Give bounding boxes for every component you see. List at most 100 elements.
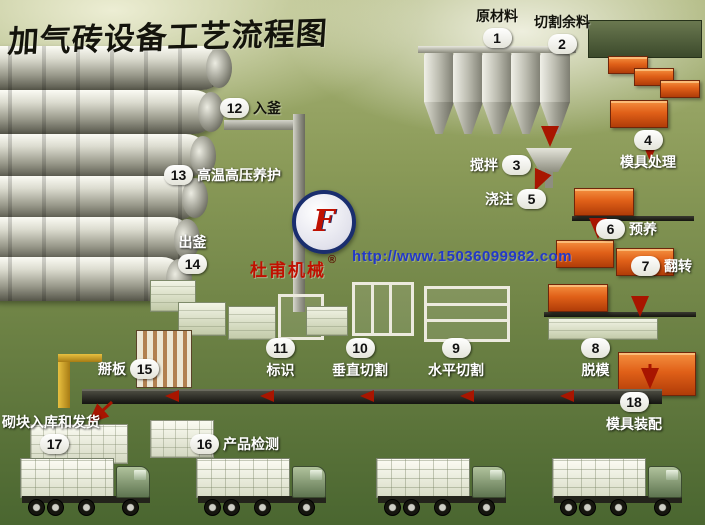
truck-wheel <box>223 499 240 516</box>
step-mold-assembly: 18 模具装配 <box>606 392 662 434</box>
aerated-cake <box>178 302 226 336</box>
mold-box <box>548 284 608 312</box>
step-number-badge: 14 <box>178 254 207 274</box>
truck-wheel <box>403 499 420 516</box>
step-label: 出釜 <box>178 234 207 250</box>
delivery-truck <box>376 454 512 516</box>
truck-wheel <box>298 499 315 516</box>
truck-wheel <box>579 499 596 516</box>
truck-wheel <box>254 499 271 516</box>
step-number-badge: 3 <box>502 155 531 175</box>
step-label: 原材料 <box>476 8 518 24</box>
truck-wheel <box>610 499 627 516</box>
logo-monogram: F <box>313 204 335 239</box>
truck-cab <box>472 466 506 498</box>
step-out-of-autoclave: 出釜 14 <box>178 232 207 274</box>
truck-cargo <box>552 458 646 498</box>
step-label: 切割余料 <box>534 14 590 30</box>
step-label: 砌块入库和发货 <box>2 414 100 430</box>
cutting-scrap-machine <box>588 20 702 58</box>
delivery-truck <box>20 454 156 516</box>
registered-mark: ® <box>328 254 337 266</box>
mold-box <box>574 188 634 216</box>
raw-material-silo <box>482 52 512 138</box>
delivery-truck <box>196 454 332 516</box>
step-horizontal-cutting: 9 水平切割 <box>428 338 484 380</box>
step-number-badge: 11 <box>266 338 295 358</box>
raw-material-silo <box>424 52 454 138</box>
truck-wheel <box>204 499 221 516</box>
step-raw-material: 原材料 1 <box>476 6 518 48</box>
step-label: 浇注 <box>485 191 513 207</box>
step-label: 翻转 <box>664 258 692 274</box>
delivery-truck <box>552 454 688 516</box>
step-pre-curing: 6 预养 <box>596 219 657 239</box>
step-number-badge: 13 <box>164 165 193 185</box>
silo-platform <box>418 46 576 53</box>
truck-wheel <box>654 499 671 516</box>
autoclave-cylinder <box>0 217 200 261</box>
step-flipping: 7 翻转 <box>631 256 692 276</box>
step-number-badge: 1 <box>482 28 512 48</box>
step-label: 搅拌 <box>470 157 498 173</box>
website-url: http://www.15036099982.com <box>352 248 573 265</box>
company-logo: F 杜甫机械 ® <box>250 190 450 281</box>
step-number-badge: 7 <box>631 256 660 276</box>
aerated-cake <box>228 306 276 340</box>
step-number-badge: 2 <box>547 34 577 54</box>
horizontal-cutter-frame <box>424 286 510 342</box>
truck-cab <box>648 466 682 498</box>
step-number-badge: 18 <box>619 392 649 412</box>
truck-cab <box>116 466 150 498</box>
step-number-badge: 5 <box>517 189 546 209</box>
step-mixing: 搅拌 3 <box>470 155 531 175</box>
step-marking: 11 标识 <box>266 338 295 380</box>
step-number-badge: 17 <box>40 434 69 454</box>
autoclave-cylinder <box>0 90 224 134</box>
logo-emblem: F <box>292 190 356 254</box>
truck-cargo <box>20 458 114 498</box>
step-number-badge: 8 <box>581 338 610 358</box>
aerated-cake <box>306 306 348 336</box>
raw-material-silo <box>540 52 570 138</box>
truck-wheel <box>434 499 451 516</box>
step-label: 模具装配 <box>606 416 662 432</box>
truck-cargo <box>376 458 470 498</box>
raw-material-silo <box>511 52 541 138</box>
step-label: 预养 <box>629 221 657 237</box>
step-number-badge: 6 <box>596 219 625 239</box>
truck-cab <box>292 466 326 498</box>
loading-crane <box>58 354 102 408</box>
truck-wheel <box>47 499 64 516</box>
mold-box <box>556 240 614 268</box>
step-label: 脱模 <box>581 362 610 378</box>
step-mold-treatment: 4 模具处理 <box>620 130 676 172</box>
step-number-badge: 9 <box>441 338 471 358</box>
step-number-badge: 12 <box>220 98 249 118</box>
truck-wheel <box>28 499 45 516</box>
truck-wheel <box>384 499 401 516</box>
main-conveyor-belt <box>82 389 662 404</box>
step-into-autoclave: 12 入釜 <box>220 98 281 118</box>
step-label: 掰板 <box>98 361 126 377</box>
step-number-badge: 16 <box>190 434 219 454</box>
step-number-badge: 10 <box>345 338 375 358</box>
step-high-temp-curing: 13 高温高压养护 <box>164 165 281 185</box>
autoclave-rail <box>224 120 300 130</box>
step-label: 入釜 <box>253 100 281 116</box>
step-label: 水平切割 <box>428 362 484 378</box>
step-vertical-cutting: 10 垂直切割 <box>332 338 388 380</box>
autoclave-cylinder <box>0 46 232 90</box>
brand-name: 杜甫机械 <box>250 261 326 280</box>
autoclave-cylinder <box>0 176 208 220</box>
mold-box <box>610 100 668 128</box>
roller-conveyor <box>544 312 696 317</box>
step-product-inspection: 16 产品检测 <box>190 434 279 454</box>
step-cutting-scrap: 切割余料 2 <box>534 12 590 54</box>
step-number-badge: 15 <box>130 359 159 379</box>
truck-wheel <box>78 499 95 516</box>
roller-conveyor <box>572 216 694 221</box>
raw-material-silo <box>453 52 483 138</box>
aerated-cake-row <box>548 318 658 340</box>
